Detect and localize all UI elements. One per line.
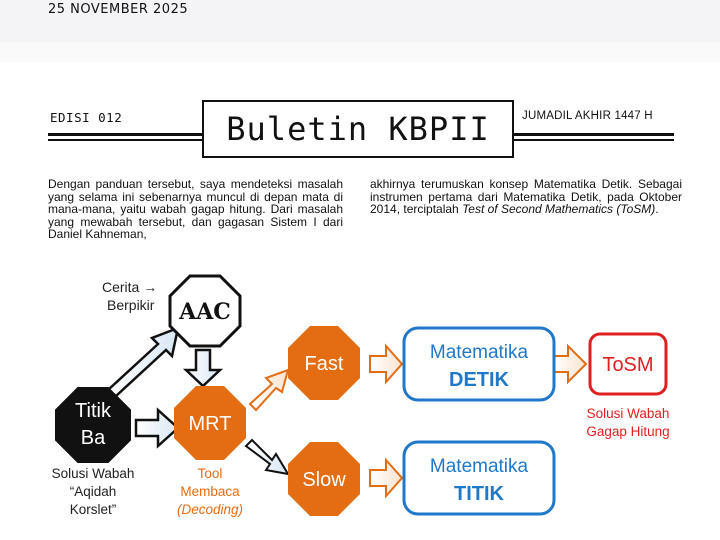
fast-label: Fast xyxy=(305,353,344,375)
arrow-aac-to-mrt xyxy=(182,348,224,388)
masthead-box: Buletin KBPII xyxy=(202,100,514,158)
arrow-titik-to-mrt xyxy=(134,407,180,449)
top-band xyxy=(0,0,720,42)
matematika-titik-line2: TITIK xyxy=(454,483,505,505)
solusi-left-line1: Solusi Wabah xyxy=(52,466,135,481)
solusi-left-line2: “Aqidah xyxy=(70,484,117,499)
arrow-slow-to-titik xyxy=(369,457,404,499)
tool-line3: (Decoding) xyxy=(177,502,243,517)
mrt-label: MRT xyxy=(189,413,232,435)
tosm-label: ToSM xyxy=(602,354,653,376)
mrt-octagon xyxy=(174,386,246,460)
cerita-label: Cerita → xyxy=(102,279,157,295)
article-column-left: Dengan panduan tersebut, saya mendeteksi… xyxy=(48,177,343,241)
arrow-titik-to-aac xyxy=(106,326,180,398)
article-right-end: . xyxy=(655,202,659,216)
matematika-detik-box xyxy=(402,326,556,402)
tosm-italic-term: Test of Second Mathematics (ToSM) xyxy=(462,202,656,216)
arrow-fast-to-detik xyxy=(369,343,404,385)
tool-line1: Tool xyxy=(198,466,223,481)
matematika-detik-line2: DETIK xyxy=(449,369,510,391)
aac-octagon xyxy=(168,274,242,348)
hijri-date: JUMADIL AKHIR 1447 H xyxy=(522,110,653,122)
arrow-mrt-to-fast xyxy=(248,368,290,412)
berpikir-label: Berpikir xyxy=(107,297,155,313)
arrow-mrt-to-slow xyxy=(244,438,290,476)
arrow-detik-to-tosm xyxy=(553,343,588,385)
titik-label: Titik xyxy=(75,400,112,422)
fast-octagon xyxy=(288,326,360,400)
article-right-text: akhirnya terumuskan konsep Matematika De… xyxy=(370,177,682,216)
slow-label: Slow xyxy=(302,469,346,491)
ba-label: Ba xyxy=(81,427,106,449)
slow-octagon xyxy=(288,442,360,516)
titik-ba-octagon xyxy=(55,387,131,463)
article-column-right: akhirnya terumuskan konsep Matematika De… xyxy=(370,178,682,216)
publication-date: 25 NOVEMBER 2025 xyxy=(48,2,189,17)
matematika-detik-diagram: Cerita → Berpikir AAC Titik Ba MRT Fast … xyxy=(52,274,670,517)
matematika-titik-line1: Matematika xyxy=(430,456,529,477)
matematika-detik-line1: Matematika xyxy=(430,342,529,363)
masthead-title: Buletin KBPII xyxy=(226,110,490,148)
tosm-box xyxy=(588,332,668,396)
matematika-titik-box xyxy=(402,440,556,516)
rule-right-bottom xyxy=(514,139,674,141)
tool-line2: Membaca xyxy=(180,484,240,499)
gap-band xyxy=(0,42,720,62)
rule-right-top xyxy=(514,133,674,136)
edition-label: EDISI 012 xyxy=(50,110,123,125)
rule-left-top xyxy=(48,133,202,136)
solusi-right-line2: Gagap Hitung xyxy=(586,424,669,439)
aac-label: AAC xyxy=(178,299,231,325)
rule-left-bottom xyxy=(48,139,202,141)
solusi-right-line1: Solusi Wabah xyxy=(587,406,670,421)
solusi-left-line3: Korslet” xyxy=(70,502,117,517)
